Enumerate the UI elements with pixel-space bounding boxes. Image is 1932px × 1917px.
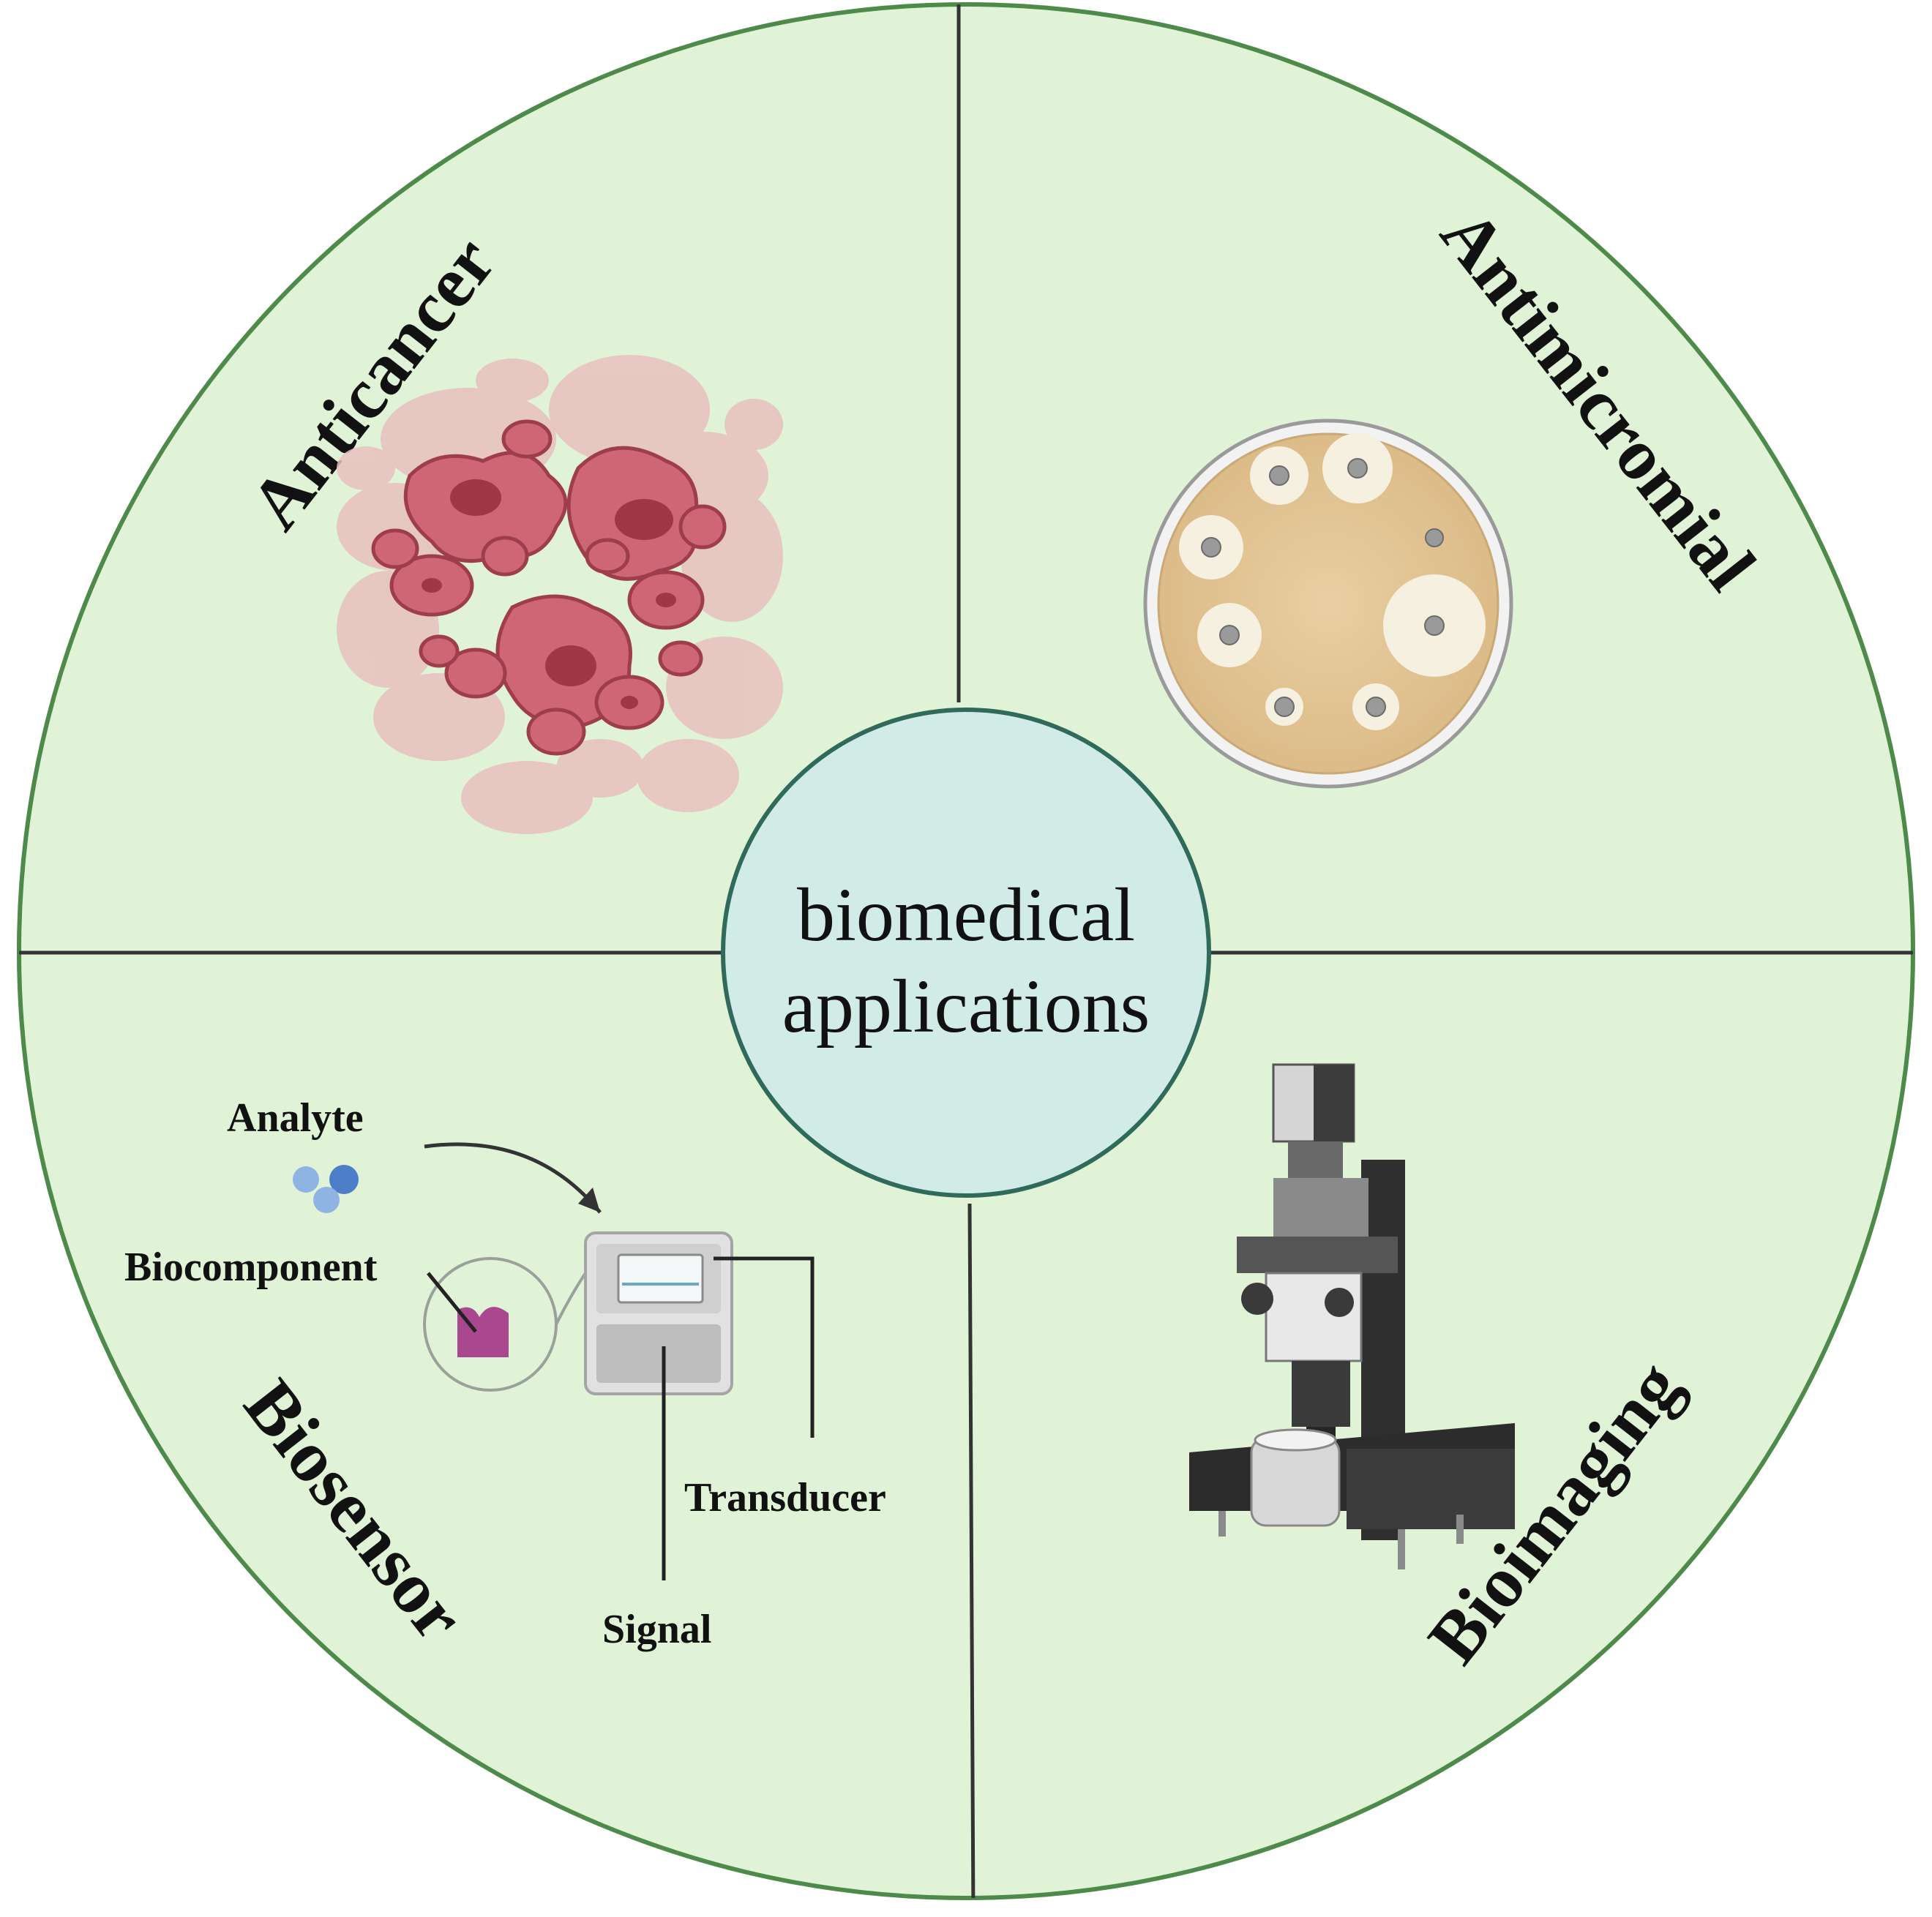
analyte-label: Analyte	[227, 1095, 364, 1141]
microscope-icon	[1189, 1063, 1515, 1569]
analyte-molecules-icon	[293, 1165, 359, 1213]
anticancer-quadrant: Anticancer	[234, 222, 783, 834]
biosensor-device-icon	[293, 1142, 815, 1580]
transducer-label: Transducer	[684, 1475, 886, 1520]
signal-label: Signal	[602, 1607, 711, 1652]
biocomponent-label: Biocomponent	[124, 1245, 378, 1290]
center-hub: biomedical applications	[721, 708, 1211, 1198]
petri-dish-icon	[1143, 419, 1513, 789]
antimicrobial-quadrant: Antimicromial	[1143, 194, 1771, 789]
cancer-cells-icon	[337, 355, 783, 834]
center-title-line1: biomedical	[797, 873, 1135, 957]
center-title-line2: applications	[782, 964, 1150, 1048]
